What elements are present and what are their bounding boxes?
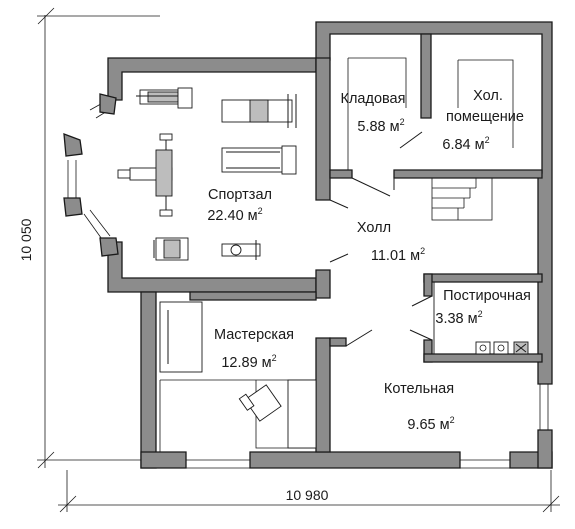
workbench <box>159 301 203 373</box>
dryer <box>493 341 509 355</box>
room-area-workshop: 12.89 м2 <box>221 353 276 371</box>
room-name-gym: Спортзал <box>208 187 272 203</box>
doors <box>329 131 433 347</box>
exercise-machine-3 <box>153 237 189 261</box>
width-dimension-label: 10 980 <box>286 487 329 503</box>
walls <box>63 21 553 469</box>
stairs <box>431 177 493 221</box>
desk <box>287 379 317 449</box>
shelving <box>347 57 514 170</box>
room-name-storage: Кладовая <box>341 91 406 107</box>
room-area-cold-room: 6.84 м2 <box>442 135 489 153</box>
treadmill <box>221 145 297 175</box>
room-area-hall: 11.01 м2 <box>371 246 425 264</box>
room-area-gym: 22.40 м2 <box>207 206 262 224</box>
room-name-hall: Холл <box>357 220 391 236</box>
desk-chair <box>238 384 282 422</box>
exercise-machine-2 <box>221 94 297 128</box>
room-name-boiler-room: Котельная <box>384 381 454 397</box>
room-labels: Спортзал 22.40 м2 Кладовая 5.88 м2 Хол. … <box>207 88 531 433</box>
exercise-bike <box>221 240 261 260</box>
room-area-storage: 5.88 м2 <box>357 117 404 135</box>
gym-equipment <box>117 87 297 261</box>
room-area-boiler-room: 9.65 м2 <box>407 415 454 433</box>
height-dimension-label: 10 050 <box>18 218 34 261</box>
laundry-appliances <box>433 281 539 355</box>
workshop-furniture <box>159 301 317 452</box>
room-area-laundry: 3.38 м2 <box>435 309 482 327</box>
dimension-lines <box>37 7 560 513</box>
bench-press <box>117 133 173 217</box>
room-name-cold-room-line1: Хол. <box>473 88 503 104</box>
windows <box>67 99 549 469</box>
room-name-workshop: Мастерская <box>214 327 294 343</box>
room-name-cold-room-line2: помещение <box>446 109 524 125</box>
exercise-machine-1 <box>136 87 193 109</box>
washing-machine <box>475 341 491 355</box>
room-name-laundry: Постирочная <box>443 288 531 304</box>
